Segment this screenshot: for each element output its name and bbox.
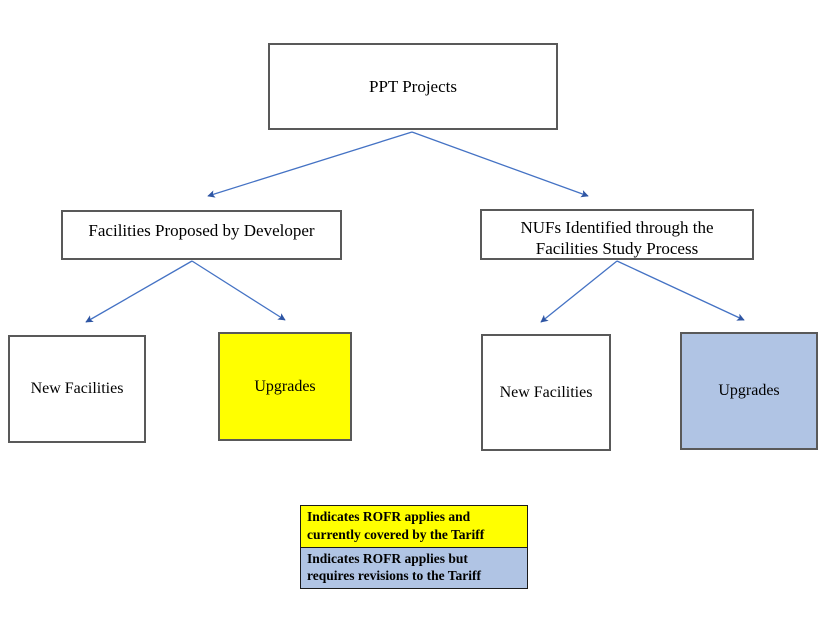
connector-developer-to-upgrades: [191, 260, 286, 321]
connector-nufs-to-upgrades: [616, 260, 745, 321]
connector-root-to-nufs: [411, 131, 589, 198]
node-nufs-identified-facilities-study-label: NUFs Identified through the Facilities S…: [520, 218, 714, 259]
node-ppt-projects[interactable]: PPT Projects: [268, 43, 558, 130]
connector-root-to-developer: [207, 131, 413, 198]
node-nufs-identified-facilities-study[interactable]: NUFs Identified through the Facilities S…: [480, 209, 754, 260]
node-developer-new-facilities-label: New Facilities: [30, 380, 124, 397]
connector-nufs-to-new-facilities: [540, 260, 618, 323]
node-nufs-upgrades[interactable]: Upgrades: [680, 332, 818, 450]
legend-row-rofr-requires-revisions: Indicates ROFR applies but requires revi…: [301, 546, 527, 589]
node-nufs-new-facilities-label: New Facilities: [499, 383, 593, 401]
node-developer-upgrades-label: Upgrades: [254, 377, 316, 395]
connector-developer-to-new-facilities: [85, 260, 193, 323]
node-ppt-projects-label: PPT Projects: [368, 76, 457, 96]
node-facilities-proposed-by-developer-label: Facilities Proposed by Developer: [88, 221, 315, 240]
legend: Indicates ROFR applies and currently cov…: [300, 505, 528, 590]
node-developer-upgrades[interactable]: Upgrades: [218, 332, 352, 441]
node-nufs-new-facilities[interactable]: New Facilities: [481, 334, 611, 451]
node-facilities-proposed-by-developer[interactable]: Facilities Proposed by Developer: [61, 210, 342, 260]
node-developer-new-facilities[interactable]: New Facilities: [8, 335, 146, 443]
node-nufs-upgrades-label: Upgrades: [718, 382, 780, 399]
legend-row-rofr-covered: Indicates ROFR applies and currently cov…: [301, 506, 527, 547]
